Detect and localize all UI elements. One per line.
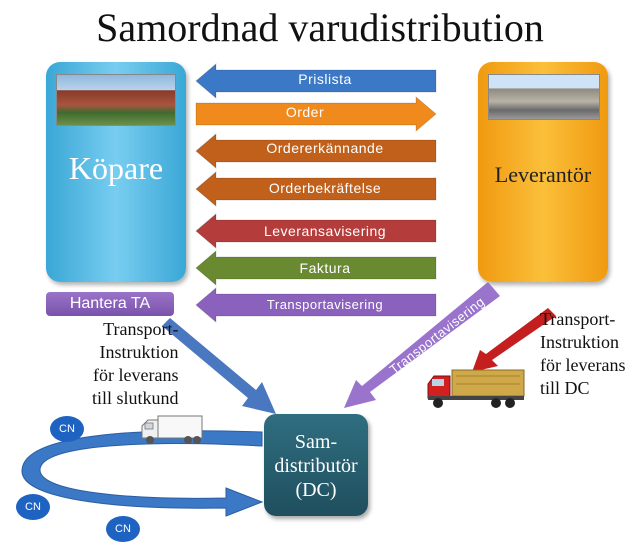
buyer-box: Köpare — [46, 62, 186, 282]
co-distributor-box: Sam- distributör (DC) — [264, 414, 368, 516]
handle-ta-box: Hantera TA — [46, 292, 174, 316]
flow-arrow-2 — [195, 132, 437, 170]
flow-arrow-6 — [195, 286, 437, 324]
page-title: Samordnad varudistribution — [96, 5, 544, 50]
flow-arrow-1 — [195, 95, 437, 133]
customer-node: CN — [16, 494, 50, 520]
customer-node: CN — [106, 516, 140, 542]
note-end-customer: Transport- Instruktion för leverans till… — [92, 319, 179, 408]
freight-truck-icon — [427, 369, 525, 408]
diagonal-arrow-to-dc-purple — [344, 282, 500, 408]
flow-label-transportavisering: Transportavisering — [266, 297, 384, 312]
flow-label-order: Order — [285, 104, 325, 120]
buyer-label: Köpare — [68, 150, 164, 186]
dc-line-3: (DC) — [295, 479, 337, 501]
flow-arrow-4 — [195, 212, 437, 250]
diagonal-arrow-to-dc-blue — [162, 318, 276, 414]
dc-line-1: Sam- — [294, 431, 338, 453]
customer-node: CN — [50, 416, 84, 442]
flow-label-orderbekraftelse: Orderbekräftelse — [268, 180, 382, 196]
flow-label-faktura: Faktura — [299, 260, 351, 276]
supplier-building-photo — [488, 74, 600, 120]
flow-arrow-5 — [195, 249, 437, 287]
red-arrow-to-truck — [472, 308, 556, 372]
flow-arrow-0 — [195, 62, 437, 100]
flow-label-ordererkannande: Ordererkännande — [266, 140, 384, 156]
flow-arrow-3 — [195, 170, 437, 208]
delivery-truck-icon — [141, 415, 203, 444]
dc-line-2: distributör — [274, 455, 358, 477]
supplier-label: Leverantör — [494, 162, 592, 187]
buyer-building-photo — [56, 74, 176, 126]
flow-label-prislista: Prislista — [298, 71, 352, 87]
supplier-box: Leverantör — [478, 62, 608, 282]
flow-label-leveransavisering: Leveransavisering — [263, 223, 387, 239]
note-dc: Transport- Instruktion för leverans till… — [540, 309, 626, 398]
